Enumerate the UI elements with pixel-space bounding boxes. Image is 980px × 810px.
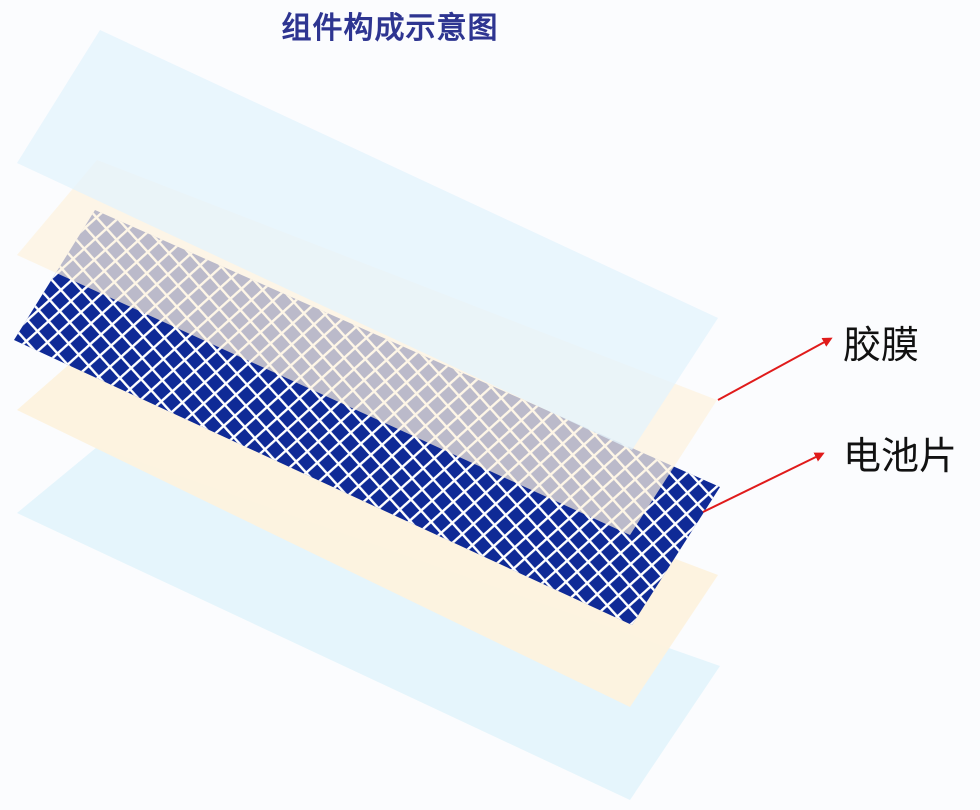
film-label: 胶膜: [843, 323, 920, 367]
bottom-glass-layer: [17, 447, 720, 800]
top-glass-layer: [17, 30, 718, 450]
cell-pointer-arrow: [702, 452, 825, 513]
top-film-layer: [17, 160, 717, 535]
film-pointer-arrow: [717, 337, 833, 401]
bottom-film-layer: [17, 340, 718, 707]
cell-label: 电池片: [843, 434, 958, 478]
diagram-title: 组件构成示意图: [281, 11, 499, 46]
